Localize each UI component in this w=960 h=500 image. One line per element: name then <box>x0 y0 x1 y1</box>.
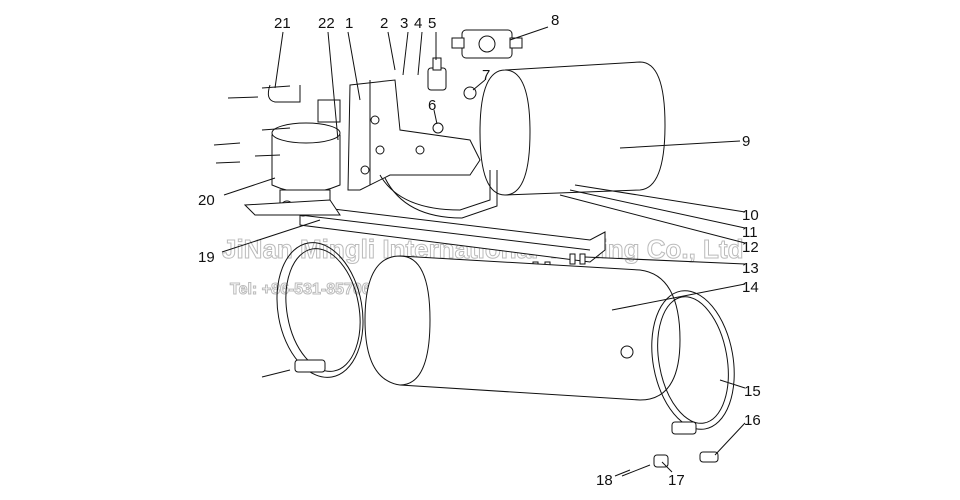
callout-16: 16 <box>744 412 761 429</box>
callout-21: 21 <box>274 15 291 32</box>
callout-20: 20 <box>198 192 215 209</box>
air-dryer <box>243 122 341 217</box>
callout-10: 10 <box>742 207 759 224</box>
bolt-6 <box>432 122 444 134</box>
callout-1: 1 <box>345 15 353 32</box>
bolt-18 <box>621 464 651 477</box>
callout-22: 22 <box>318 15 335 32</box>
callout-2: 2 <box>380 15 388 32</box>
callout-4: 4 <box>414 15 422 32</box>
strap-clamp-right <box>651 290 735 435</box>
callout-9: 9 <box>742 133 750 150</box>
mounting-bracket <box>347 79 498 219</box>
leader-lines <box>221 26 746 477</box>
callout-labels: 1 2 3 4 5 6 7 8 9 10 11 12 13 14 15 16 1… <box>198 12 761 489</box>
callout-14: 14 <box>742 279 759 296</box>
callout-11: 11 <box>742 224 758 241</box>
nut-16 <box>699 451 719 463</box>
callout-19: 19 <box>198 249 215 266</box>
strap-clamp-left <box>261 242 364 378</box>
callout-17: 17 <box>668 472 685 489</box>
callout-5: 5 <box>428 15 436 32</box>
callout-18: 18 <box>596 472 613 489</box>
lower-air-tank <box>364 255 681 401</box>
upper-air-tank <box>479 61 666 196</box>
crossmember-rail <box>299 204 606 263</box>
callout-8: 8 <box>551 12 559 29</box>
callout-6: 6 <box>428 97 436 114</box>
callout-3: 3 <box>400 15 408 32</box>
callout-7: 7 <box>482 67 490 84</box>
four-circuit-valve <box>451 29 523 59</box>
pressure-regulator <box>427 57 447 91</box>
callout-12: 12 <box>742 239 759 256</box>
callout-15: 15 <box>744 383 761 400</box>
callout-13: 13 <box>742 260 759 277</box>
